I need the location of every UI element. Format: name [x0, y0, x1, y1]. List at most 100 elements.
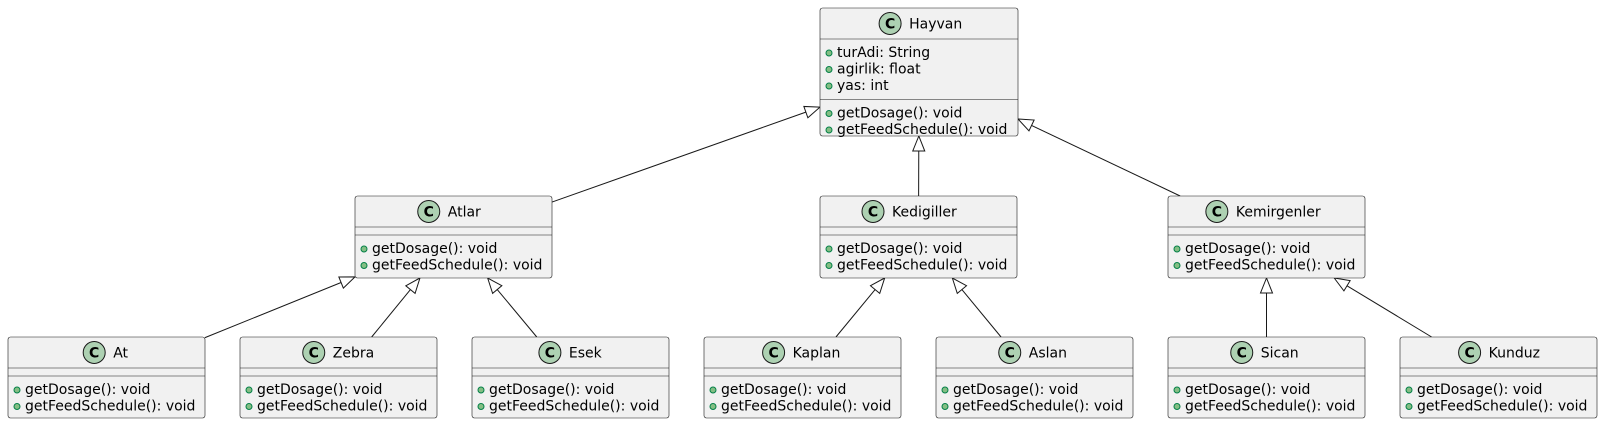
class-stereotype-glyph: C — [545, 346, 555, 362]
class-method: getDosage(): void — [257, 382, 382, 398]
class-method: getDosage(): void — [1417, 382, 1542, 398]
public-visibility-icon — [825, 66, 833, 73]
public-visibility-icon — [477, 403, 485, 410]
class-method: getDosage(): void — [721, 382, 846, 398]
inheritance-line — [1031, 124, 1181, 197]
class-name: Kunduz — [1489, 346, 1540, 362]
class-name: Kemirgenler — [1236, 205, 1321, 221]
class-method: getDosage(): void — [1185, 241, 1310, 257]
public-visibility-icon — [941, 386, 949, 394]
public-visibility-icon — [941, 403, 949, 410]
class-stereotype-icon — [82, 341, 106, 364]
class-box — [819, 7, 1019, 137]
class-method: getDosage(): void — [953, 382, 1078, 398]
generalization-arrowhead — [486, 276, 503, 295]
inheritance-kunduz-to-kemirgenler — [1333, 277, 1432, 338]
class-method: getDosage(): void — [837, 106, 962, 122]
inheritance-line — [371, 289, 411, 338]
public-visibility-icon — [1173, 403, 1181, 410]
public-visibility-icon — [1405, 403, 1413, 410]
class-stereotype-glyph: C — [1464, 346, 1474, 362]
class-stereotype-glyph: C — [868, 205, 878, 221]
public-visibility-icon — [245, 403, 253, 410]
class-kunduz: C Kunduz getDosage(): voidgetFeedSchedule(… — [1399, 336, 1598, 419]
public-visibility-icon — [1405, 386, 1413, 394]
class-stereotype-icon — [878, 12, 902, 35]
class-method: getFeedSchedule(): void — [489, 399, 659, 415]
class-stereotype-glyph: C — [309, 346, 319, 362]
class-method: getDosage(): void — [1185, 382, 1310, 398]
class-name: Kedigiller — [892, 205, 957, 221]
class-box — [354, 195, 553, 279]
public-visibility-icon — [360, 262, 368, 269]
class-name: Zebra — [333, 346, 374, 362]
public-visibility-icon — [825, 245, 833, 253]
class-method: getDosage(): void — [372, 241, 497, 257]
inheritance-line — [835, 289, 876, 338]
inheritance-atlar-to-hayvan — [551, 105, 822, 203]
generalization-arrowhead — [912, 134, 926, 152]
class-name: Sican — [1261, 346, 1299, 362]
public-visibility-icon — [825, 82, 833, 90]
inheritance-esek-to-atlar — [486, 276, 538, 338]
class-method: getDosage(): void — [25, 382, 150, 398]
class-zebra: C Zebra getDosage(): voidgetFeedSchedule()… — [239, 336, 438, 419]
class-name: At — [113, 346, 128, 362]
class-stereotype-icon — [861, 200, 885, 223]
class-stereotype-icon — [1205, 200, 1229, 223]
public-visibility-icon — [13, 386, 21, 394]
class-method: getFeedSchedule(): void — [1185, 399, 1355, 415]
inheritance-line — [496, 289, 538, 338]
class-stereotype-glyph: C — [768, 346, 778, 362]
class-stereotype-icon — [1458, 341, 1482, 364]
public-visibility-icon — [477, 386, 485, 394]
class-method: getFeedSchedule(): void — [1417, 399, 1587, 415]
class-box — [1167, 336, 1366, 419]
class-stereotype-glyph: C — [424, 205, 434, 221]
inheritance-edges — [204, 105, 1432, 339]
inheritance-at-to-atlar — [204, 276, 357, 339]
inheritance-kaplan-to-kedigiller — [835, 276, 886, 338]
class-stereotype-icon — [417, 200, 441, 223]
public-visibility-icon — [825, 126, 833, 134]
generalization-arrowhead — [1333, 277, 1351, 292]
class-box — [239, 336, 438, 419]
inheritance-line — [204, 282, 342, 339]
class-name: Atlar — [448, 205, 481, 221]
class-box — [7, 336, 206, 419]
public-visibility-icon — [13, 403, 21, 410]
class-field: yas: int — [837, 78, 889, 94]
class-box — [1399, 336, 1598, 419]
class-stereotype-glyph: C — [89, 346, 99, 362]
public-visibility-icon — [1173, 245, 1181, 253]
class-method: getFeedSchedule(): void — [953, 399, 1123, 415]
public-visibility-icon — [709, 403, 717, 410]
class-box — [935, 336, 1134, 419]
generalization-arrowhead — [1016, 118, 1035, 132]
class-field: agirlik: float — [837, 62, 921, 78]
inheritance-line — [1346, 285, 1432, 338]
public-visibility-icon — [1173, 262, 1181, 269]
class-stereotype-icon — [538, 341, 562, 364]
class-stereotype-icon — [762, 341, 786, 364]
public-visibility-icon — [709, 386, 717, 394]
public-visibility-icon — [245, 386, 253, 394]
public-visibility-icon — [360, 245, 368, 253]
class-method: getFeedSchedule(): void — [837, 122, 1007, 138]
class-method: getFeedSchedule(): void — [25, 399, 195, 415]
public-visibility-icon — [825, 262, 833, 269]
class-name: Hayvan — [909, 17, 962, 33]
class-method: getFeedSchedule(): void — [837, 258, 1007, 274]
class-name: Esek — [569, 346, 603, 362]
class-box — [703, 336, 902, 419]
class-stereotype-glyph: C — [1212, 205, 1222, 221]
class-method: getDosage(): void — [837, 241, 962, 257]
class-method: getFeedSchedule(): void — [257, 399, 427, 415]
